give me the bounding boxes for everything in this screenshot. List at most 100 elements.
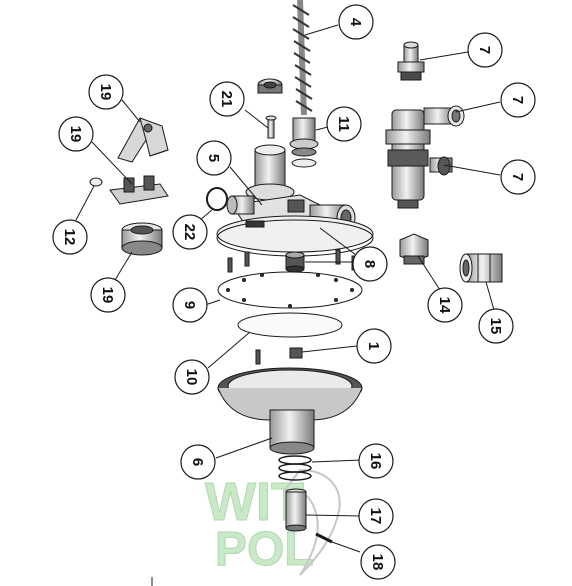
callout-circle [356,328,392,364]
leader-7a [419,51,469,61]
part-18-pin [315,532,333,544]
callout-circle [196,140,232,176]
callout-circle [478,308,514,344]
part-22-o-ring [206,187,228,211]
callout-circle [358,498,394,534]
part-1-nut [289,347,303,359]
part-19-coupler-bottom [121,222,163,256]
part-19-clip-middle [109,175,169,205]
leader-12 [75,185,95,221]
callout-label: 17 [367,508,384,525]
callout-6: 6 [180,444,216,480]
part-9-diaphragm [217,271,363,309]
callout-7c: 7 [500,159,536,195]
part-14-plug [399,233,429,265]
callout-label: 4 [347,18,364,27]
callout-circle [467,32,503,68]
part-11-cartridge [289,117,319,168]
part-8-center-nut [285,251,305,273]
callout-label: 11 [335,116,352,132]
watermark-logo: WIT POL [205,468,341,577]
leader-5 [229,166,263,206]
callout-18: 18 [360,544,396,580]
leader-15 [485,281,495,311]
callout-11: 11 [326,106,362,142]
watermark-bird-icon [282,468,341,576]
callout-label: 15 [487,318,504,335]
callout-circle [358,443,394,479]
callout-label: 7 [509,96,526,104]
callout-circle [500,159,536,195]
callout-circle [338,4,374,40]
callout-label: 14 [436,297,453,314]
callout-circle [427,287,463,323]
part-10-disc [237,312,343,338]
callout-label: 5 [205,154,222,162]
callout-label: 9 [181,301,198,309]
callout-circle [52,219,88,255]
leader-21 [244,109,269,129]
leader-17 [305,514,363,517]
callout-22: 22 [172,214,208,250]
callout-19b: 19 [58,116,94,152]
callout-label: 6 [189,458,206,466]
callout-label: 19 [67,126,84,143]
leader-7c [443,164,501,176]
leader-14 [417,255,441,291]
leader-19c [114,251,133,281]
leader-8b [319,227,357,256]
leader-10 [207,331,251,369]
part-19-bracket-top [117,117,169,163]
callout-17: 17 [358,498,394,534]
callout-16: 16 [358,443,394,479]
leader-4 [304,24,339,36]
callout-21: 21 [209,81,245,117]
callout-label: 7 [509,173,526,181]
part-15-coupler [459,253,503,283]
callout-circle [209,81,245,117]
callout-15: 15 [478,308,514,344]
callout-5: 5 [196,140,232,176]
callout-12: 12 [52,219,88,255]
callout-circle [180,444,216,480]
callout-label: 16 [367,453,384,470]
part-6-lower-housing [217,367,363,455]
callout-label: 18 [369,554,386,571]
callout-7b: 7 [500,82,536,118]
callout-19c: 19 [90,277,126,313]
part-17-piston [285,488,307,532]
leader-1 [301,345,358,353]
leader-7b [455,101,501,113]
part-12-small-ring [89,177,103,187]
callout-label: 19 [97,84,114,101]
leader-19a [121,99,141,123]
callout-circle [352,246,388,282]
callout-label: 21 [218,91,235,108]
callout-circle [500,82,536,118]
callout-19a: 19 [88,74,124,110]
callout-7a: 7 [467,32,503,68]
leader-18 [331,541,361,553]
callout-circle [326,106,362,142]
callout-circle [88,74,124,110]
leader-22 [199,209,213,221]
callout-circle [172,214,208,250]
callout-label: 7 [476,46,493,54]
callout-circle [58,116,94,152]
callout-4: 4 [338,4,374,40]
part-7-fitting-top [397,41,425,81]
part-16-spring [278,455,312,481]
watermark-line2: POL [215,523,314,576]
callout-label: 8 [361,260,378,268]
callout-circle [174,359,210,395]
callout-9: 9 [172,287,208,323]
leader-16 [311,459,363,463]
callout-label: 19 [99,287,116,304]
part-21-pin [265,115,277,139]
callout-circle [90,277,126,313]
callout-8: 8 [352,246,388,282]
callout-label: 22 [181,224,198,241]
